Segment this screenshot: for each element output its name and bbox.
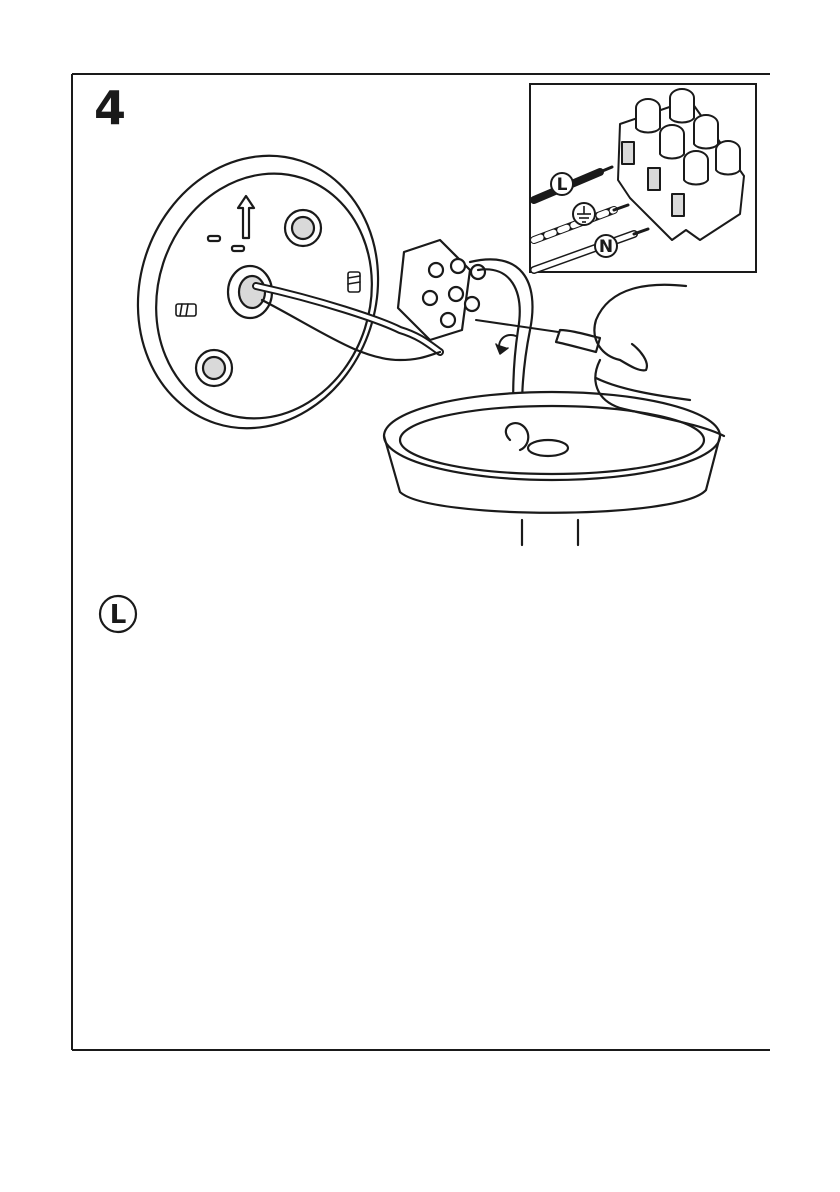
step-number: 4 bbox=[94, 81, 126, 135]
legend-live-symbol: L bbox=[100, 596, 136, 632]
neutral-symbol: N bbox=[595, 235, 617, 257]
live-symbol: L bbox=[551, 173, 573, 195]
svg-text:N: N bbox=[599, 237, 613, 257]
svg-text:L: L bbox=[557, 175, 568, 195]
wiring-inset: L N bbox=[530, 84, 756, 272]
earth-ground-icon bbox=[573, 203, 595, 225]
legend-symbol-label: L bbox=[110, 600, 127, 630]
